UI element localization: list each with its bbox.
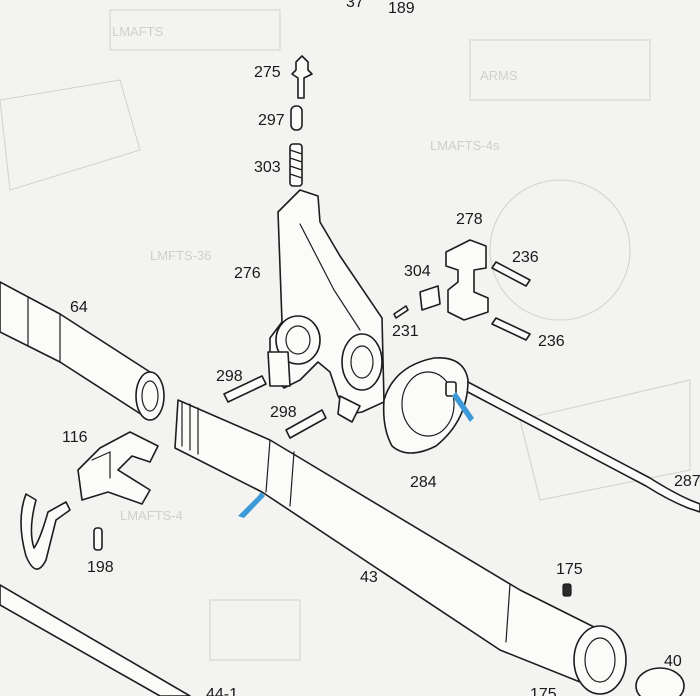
callout-276: 276 — [234, 265, 261, 282]
callout-278: 278 — [456, 211, 483, 228]
background-bleed-through: LMAFTS ARMS LMFTS-36 LMAFTS-4s LMAFTS-4 — [0, 9, 691, 661]
callout-175-lower: 175 — [530, 686, 557, 696]
part-116-swivel-bracket — [20, 431, 159, 570]
part-64-barrel-nut — [0, 281, 165, 421]
callout-236-upper: 236 — [512, 249, 539, 266]
arrow-icon — [238, 492, 265, 518]
svg-text:ARMS: ARMS — [480, 68, 518, 83]
callout-284: 284 — [410, 474, 437, 491]
part-198-pin — [93, 527, 103, 551]
part-278-clamp — [445, 239, 489, 321]
callout-198: 198 — [87, 559, 114, 576]
callout-275: 275 — [254, 64, 281, 81]
part-43-barrel — [174, 399, 627, 695]
callout-304: 304 — [404, 263, 431, 280]
callout-236-lower: 236 — [538, 333, 565, 350]
arrow-icon — [452, 392, 474, 422]
part-231-pin — [393, 305, 409, 319]
part-287-rod — [463, 381, 700, 513]
svg-text:LMAFTS-4: LMAFTS-4 — [120, 508, 183, 523]
callout-298-upper: 298 — [216, 368, 243, 385]
callout-287: 287 — [674, 473, 700, 490]
svg-text:LMFTS-36: LMFTS-36 — [150, 248, 211, 263]
part-304-plate — [419, 285, 441, 311]
callout-189: 189 — [388, 0, 415, 17]
callout-303: 303 — [254, 159, 281, 176]
blue-pointer-arrows — [238, 392, 474, 518]
callout-297: 297 — [258, 112, 285, 129]
part-284-handguard-cap — [382, 357, 469, 454]
part-236-pins — [491, 261, 531, 341]
part-297-detent — [290, 105, 303, 131]
callout-labels: 37 189 275 297 303 276 278 304 236 236 2… — [62, 0, 700, 696]
part-44-1-tube — [0, 584, 191, 696]
part-276-front-sight-base — [267, 189, 385, 423]
callout-64: 64 — [70, 299, 88, 316]
callout-298-lower: 298 — [270, 404, 297, 421]
part-298-pins — [223, 375, 327, 439]
callout-40: 40 — [664, 653, 682, 670]
callout-175-upper: 175 — [556, 561, 583, 578]
callout-44-1: 44-1 — [206, 686, 238, 696]
part-303-spring — [289, 143, 303, 187]
part-40-ring — [635, 667, 685, 696]
callout-43: 43 — [360, 569, 378, 586]
svg-text:LMAFTS: LMAFTS — [112, 24, 164, 39]
part-275-sight-post — [291, 55, 313, 99]
callout-116: 116 — [62, 429, 88, 446]
callout-231: 231 — [392, 323, 419, 340]
callout-37: 37 — [346, 0, 364, 11]
svg-text:LMAFTS-4s: LMAFTS-4s — [430, 138, 500, 153]
